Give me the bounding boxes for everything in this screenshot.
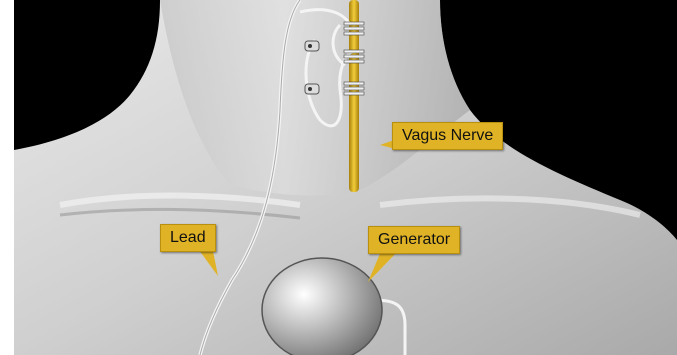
left-border bbox=[0, 0, 14, 355]
electrode-coil-1 bbox=[344, 22, 364, 35]
generator-device bbox=[262, 258, 382, 355]
vagus-nerve-label: Vagus Nerve bbox=[392, 122, 503, 150]
generator-label: Generator bbox=[368, 226, 460, 254]
anchor-tether-upper bbox=[305, 41, 319, 51]
lead-label: Lead bbox=[160, 224, 216, 252]
electrode-coil-2 bbox=[344, 50, 364, 63]
anchor-tether-lower bbox=[305, 84, 319, 94]
electrode-coil-3 bbox=[344, 82, 364, 95]
